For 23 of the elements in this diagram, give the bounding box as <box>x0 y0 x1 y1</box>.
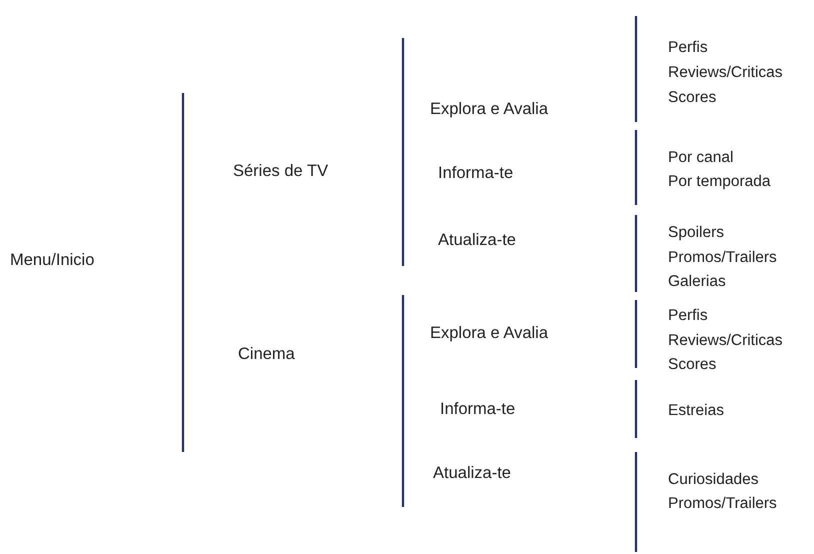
item-label: Promos/Trailers <box>668 494 777 514</box>
item-label: Estreias <box>668 401 724 421</box>
item-label: Galerias <box>668 272 726 292</box>
section-label: Informa-te <box>440 399 516 419</box>
section-label: Explora e Avalia <box>430 323 548 343</box>
section-label: Informa-te <box>438 163 514 183</box>
category-label: Séries de TV <box>233 161 328 181</box>
category-label: Cinema <box>238 344 295 364</box>
item-label: Perfis <box>668 306 708 326</box>
root-label: Menu/Inicio <box>10 250 94 270</box>
item-label: Scores <box>668 88 716 108</box>
item-label: Curiosidades <box>668 470 758 490</box>
item-label: Perfis <box>668 38 708 58</box>
item-label: Por temporada <box>668 172 771 192</box>
item-label: Reviews/Criticas <box>668 63 783 83</box>
item-label: Promos/Trailers <box>668 248 777 268</box>
item-label: Spoilers <box>668 223 724 243</box>
item-label: Por canal <box>668 148 734 168</box>
section-label: Atualiza-te <box>433 463 511 483</box>
item-label: Reviews/Criticas <box>668 331 783 351</box>
section-label: Explora e Avalia <box>430 99 548 119</box>
item-label: Scores <box>668 355 716 375</box>
section-label: Atualiza-te <box>438 230 516 250</box>
